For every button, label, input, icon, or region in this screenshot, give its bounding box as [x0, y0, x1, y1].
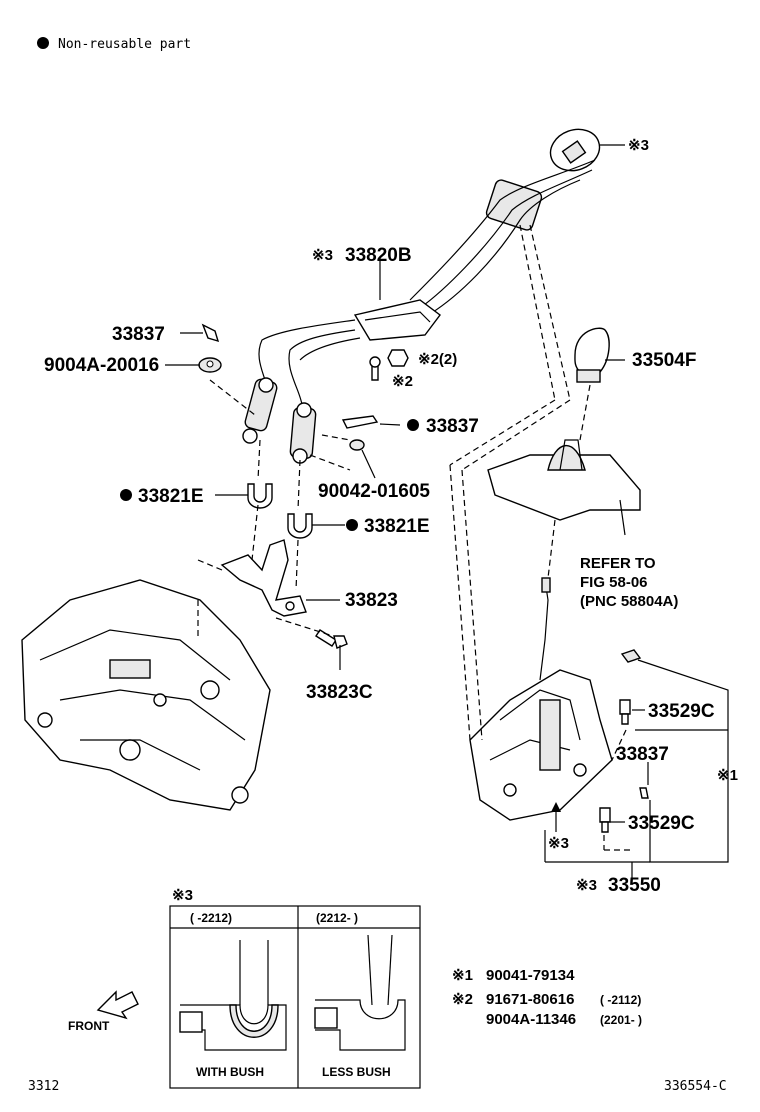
inset-right-caption: LESS BUSH	[322, 1065, 391, 1079]
inset-detail: ※3 ( -2212) (2212- ) WITH BUSH LESS BUSH	[169, 887, 421, 1089]
note-part-3: 9004A-11346	[486, 1011, 576, 1028]
legend-bullet-icon	[37, 37, 49, 49]
washer-icon	[349, 439, 365, 451]
label-33821E-a: 33821E	[138, 486, 204, 507]
front-label: FRONT	[68, 1019, 110, 1033]
bolt-icon	[619, 699, 631, 725]
inset-left-header: ( -2212)	[190, 911, 232, 925]
note-mark-1: ※1	[452, 967, 473, 984]
cable-bracket	[220, 539, 307, 617]
footer-right: 336554-C	[664, 1079, 727, 1094]
label-33821E-b: 33821E	[364, 516, 430, 537]
legend-text: Non-reusable part	[58, 37, 191, 52]
shift-boot-panel	[487, 439, 641, 521]
label-33504F: 33504F	[632, 350, 696, 371]
shift-cable-assembly	[242, 128, 601, 464]
label-33820B: 33820B	[345, 245, 412, 266]
dashed-lines	[197, 224, 632, 851]
nut-icon	[620, 649, 642, 663]
bushing-icon	[247, 483, 273, 509]
bolt-icon	[315, 629, 348, 649]
inset-right-header: (2212- )	[316, 911, 358, 925]
label-33529C-a: 33529C	[648, 701, 715, 722]
refer-line-2: FIG 58-06	[580, 574, 648, 591]
label-33550-mark: ※3	[576, 877, 597, 894]
clip-icon	[201, 323, 220, 343]
shift-lever-assembly	[469, 577, 613, 821]
notes-list: ※1 90041-79134 ※2 91671-80616 ( -2112) 9…	[452, 967, 642, 1028]
inset-left-caption: WITH BUSH	[196, 1065, 264, 1079]
label-33823: 33823	[345, 590, 398, 611]
label-mark2: ※2	[392, 373, 413, 390]
label-90042-01605: 90042-01605	[318, 481, 430, 502]
note-part-1: 90041-79134	[486, 967, 575, 984]
note-range-3: (2201- )	[600, 1013, 642, 1027]
shift-knob-icon	[574, 327, 610, 383]
note-mark-2: ※2	[452, 991, 473, 1008]
label-mark3-arrow: ※3	[548, 835, 569, 852]
nonreusable-bullet-icon	[346, 519, 358, 531]
clip-icon	[341, 415, 379, 429]
nonreusable-bullet-icon	[120, 489, 132, 501]
inset-mark: ※3	[172, 887, 193, 904]
refer-line-3: (PNC 58804A)	[580, 593, 678, 610]
label-mark2-2: ※2(2)	[418, 351, 457, 368]
label-9004A-20016: 9004A-20016	[44, 355, 159, 376]
bolt-icon	[369, 356, 381, 381]
nut-icon	[387, 349, 409, 367]
bushing-icon	[287, 513, 313, 539]
nonreusable-bullet-icon	[407, 419, 419, 431]
label-33837-b: 33837	[426, 416, 479, 437]
front-arrow-icon	[96, 990, 139, 1020]
label-33820B-mark: ※3	[312, 247, 333, 264]
label-33837-c: 33837	[616, 744, 669, 765]
refer-line-1: REFER TO	[580, 555, 656, 572]
clip-icon	[639, 787, 649, 799]
note-range-2: ( -2112)	[600, 993, 641, 1007]
label-33823C: 33823C	[306, 682, 373, 703]
label-mark3-top: ※3	[628, 137, 649, 154]
footer-left: 3312	[28, 1079, 59, 1094]
note-part-2: 91671-80616	[486, 991, 574, 1008]
label-33550: 33550	[608, 875, 661, 896]
transmission-case	[21, 579, 271, 811]
bolt-icon	[599, 807, 611, 833]
leader-lines	[165, 144, 729, 878]
label-33529C-b: 33529C	[628, 813, 695, 834]
label-33837-a: 33837	[112, 324, 165, 345]
label-mark1: ※1	[717, 767, 738, 784]
